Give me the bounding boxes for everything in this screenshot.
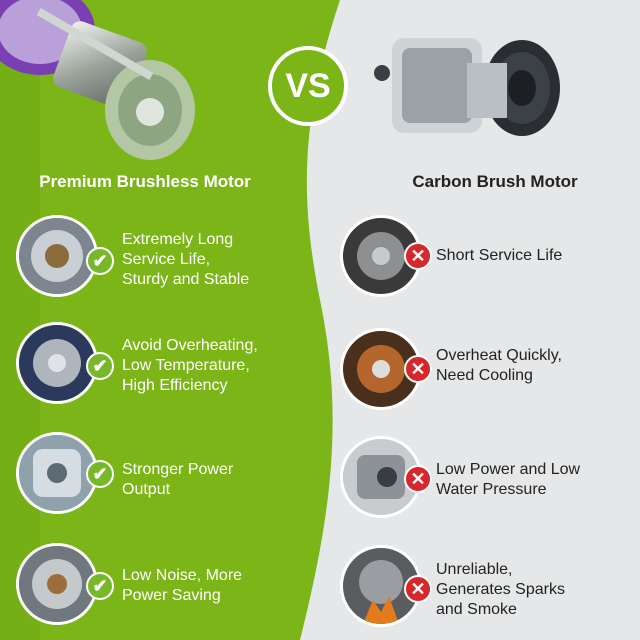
carbon-brush-motor-image bbox=[374, 38, 560, 136]
carbon-feature-1: Short Service Life bbox=[436, 247, 563, 264]
carbon-feature-3: Low Power and Low Water Pressure bbox=[436, 461, 581, 498]
carbon-feature-2: Overheat Quickly, Need Cooling bbox=[436, 347, 562, 384]
brushless-motor-image bbox=[0, 0, 195, 160]
vs-badge: VS bbox=[268, 46, 348, 126]
carbon-feature-4: Unreliable, Generates Sparks and Smoke bbox=[436, 561, 565, 618]
brushless-title: Premium Brushless Motor bbox=[39, 172, 251, 191]
check-icon: ✔ bbox=[86, 572, 114, 600]
cross-icon: ✕ bbox=[404, 355, 432, 383]
brushless-feature-2: Avoid Overheating, Low Temperature, High… bbox=[122, 337, 258, 394]
check-icon: ✔ bbox=[86, 460, 114, 488]
brushless-thumb-2 bbox=[16, 322, 98, 404]
cross-icon: ✕ bbox=[404, 575, 432, 603]
check-icon: ✔ bbox=[86, 247, 114, 275]
check-icon: ✔ bbox=[86, 352, 114, 380]
cross-icon: ✕ bbox=[404, 242, 432, 270]
brushless-feature-3: Stronger Power Output bbox=[122, 461, 234, 498]
carbon-brush-title: Carbon Brush Motor bbox=[412, 172, 578, 191]
brushless-feature-4: Low Noise, More Power Saving bbox=[122, 567, 243, 604]
carbon-thumb-4 bbox=[340, 545, 422, 627]
brushless-feature-1: Extremely Long Service Life, Sturdy and … bbox=[122, 231, 250, 288]
cross-icon: ✕ bbox=[404, 465, 432, 493]
